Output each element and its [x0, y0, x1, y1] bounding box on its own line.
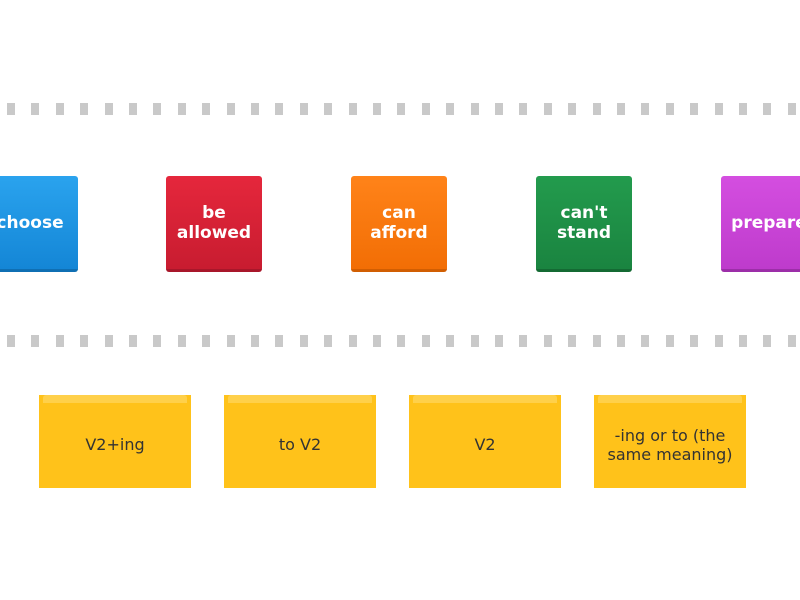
divider-dash: [495, 335, 503, 347]
divider-dash: [568, 103, 576, 115]
divider-dash: [80, 103, 88, 115]
word-tile-can-afford[interactable]: can afford: [351, 176, 447, 272]
divider-dash: [739, 335, 747, 347]
divider-dash: [129, 103, 137, 115]
divider-dash: [666, 335, 674, 347]
divider-dash: [471, 103, 479, 115]
divider-dash: [422, 335, 430, 347]
divider-dash: [153, 335, 161, 347]
divider-dash: [666, 103, 674, 115]
divider-dash: [7, 103, 15, 115]
divider-dash: [397, 335, 405, 347]
divider-dash: [202, 103, 210, 115]
divider-dash: [105, 103, 113, 115]
divider-dash: [446, 335, 454, 347]
divider-dash: [56, 335, 64, 347]
divider-dash: [715, 103, 723, 115]
divider-dash: [275, 103, 283, 115]
target-label: -ing or to (the same meaning): [607, 425, 733, 464]
divider-dash: [617, 335, 625, 347]
divider-dash: [397, 103, 405, 115]
target-label: V2+ing: [85, 435, 145, 454]
divider-dash: [227, 335, 235, 347]
divider-dash: [202, 335, 210, 347]
target-slot-to-v2[interactable]: to V2: [224, 395, 376, 488]
divider-dash: [690, 335, 698, 347]
divider-dash: [568, 335, 576, 347]
divider-dash: [690, 103, 698, 115]
target-slot-ing-or-to[interactable]: -ing or to (the same meaning): [594, 395, 746, 488]
divider-dash: [519, 103, 527, 115]
target-slot-v2[interactable]: V2: [409, 395, 561, 488]
divider-dash: [763, 103, 771, 115]
divider-dash: [715, 335, 723, 347]
target-label: to V2: [278, 435, 322, 454]
divider-dash: [300, 335, 308, 347]
divider-dash: [7, 335, 15, 347]
word-tile-prepare[interactable]: prepare: [721, 176, 800, 272]
divider-dash: [788, 335, 796, 347]
divider-dash: [31, 103, 39, 115]
divider-dash: [300, 103, 308, 115]
divider-dash: [178, 335, 186, 347]
divider-dash: [422, 103, 430, 115]
divider-dash: [349, 335, 357, 347]
divider-dash: [349, 103, 357, 115]
word-tile-cant-stand[interactable]: can't stand: [536, 176, 632, 272]
divider-dash: [373, 103, 381, 115]
divider-dash: [153, 103, 161, 115]
divider-dash: [617, 103, 625, 115]
word-tile-choose[interactable]: choose: [0, 176, 78, 272]
divider-dash: [324, 335, 332, 347]
divider-dash: [495, 103, 503, 115]
divider-dash: [593, 335, 601, 347]
word-tile-be-allowed[interactable]: be allowed: [166, 176, 262, 272]
divider-dash: [763, 335, 771, 347]
divider-dash: [251, 335, 259, 347]
divider-dash: [31, 335, 39, 347]
top-divider: [0, 103, 800, 115]
divider-dash: [788, 103, 796, 115]
divider-dash: [519, 335, 527, 347]
divider-dash: [80, 335, 88, 347]
divider-dash: [129, 335, 137, 347]
divider-dash: [641, 335, 649, 347]
target-slot-v2-ing[interactable]: V2+ing: [39, 395, 191, 488]
divider-dash: [593, 103, 601, 115]
divider-dash: [324, 103, 332, 115]
bottom-divider: [0, 335, 800, 347]
divider-dash: [544, 335, 552, 347]
divider-dash: [227, 103, 235, 115]
divider-dash: [251, 103, 259, 115]
divider-dash: [544, 103, 552, 115]
divider-dash: [105, 335, 113, 347]
divider-dash: [178, 103, 186, 115]
target-label: V2: [474, 435, 496, 454]
divider-dash: [373, 335, 381, 347]
divider-dash: [641, 103, 649, 115]
divider-dash: [446, 103, 454, 115]
divider-dash: [471, 335, 479, 347]
divider-dash: [275, 335, 283, 347]
divider-dash: [739, 103, 747, 115]
divider-dash: [56, 103, 64, 115]
